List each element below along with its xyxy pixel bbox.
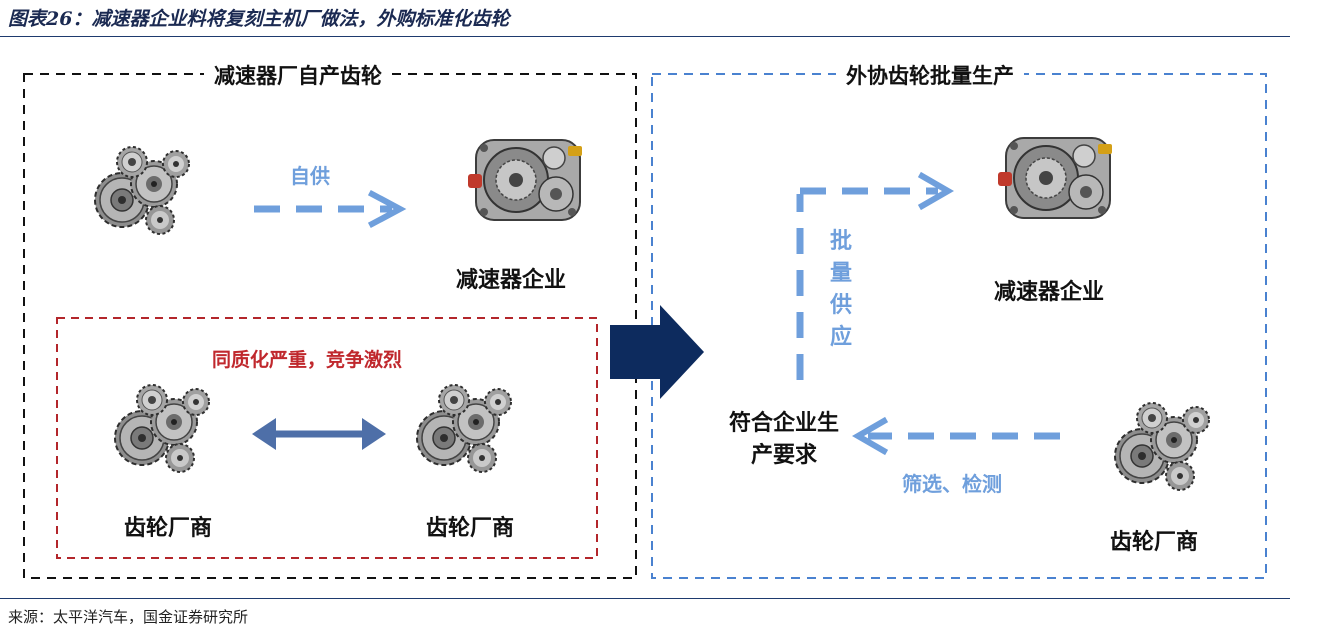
gear-cluster-icon (1114, 402, 1210, 491)
competition-caption: 同质化严重，竞争激烈 (212, 349, 403, 371)
gear-cluster-icon (94, 146, 190, 235)
double-arrow (252, 418, 386, 450)
gear-maker-label: 齿轮厂商 (426, 516, 515, 541)
screening-label: 筛选、检测 (902, 472, 1002, 496)
source-note: 来源：太平洋汽车，国金证券研究所 (8, 608, 249, 626)
transition-arrow (610, 305, 704, 399)
screening-arrow (851, 416, 1060, 456)
reducer-company-label: 减速器企业 (994, 280, 1105, 305)
self-supply-arrow (254, 189, 407, 229)
right-panel-title: 外协齿轮批量生产 (836, 60, 1024, 90)
left-panel-title: 减速器厂自产齿轮 (204, 60, 392, 90)
right-panel-border (651, 73, 1267, 579)
batch-supply-label: 批量供应 (829, 229, 852, 350)
gear-reducer-icon (467, 139, 583, 221)
gear-cluster-icon (416, 384, 512, 473)
reducer-company-label: 减速器企业 (456, 268, 567, 293)
gear-maker-label: 齿轮厂商 (1110, 530, 1199, 555)
footer-rule (0, 598, 1290, 599)
gear-cluster-icon (114, 384, 210, 473)
competition-box-border (56, 317, 598, 559)
gear-reducer-icon (997, 137, 1113, 219)
batch-supply-path (796, 171, 955, 380)
figure-title: 图表26：减速器企业料将复刻主机厂做法，外购标准化齿轮 (8, 8, 510, 30)
gear-maker-label: 齿轮厂商 (124, 516, 213, 541)
self-supply-label: 自供 (290, 164, 330, 188)
header-rule (0, 36, 1290, 37)
requirement-label: 符合企业生产要求 (728, 411, 839, 468)
